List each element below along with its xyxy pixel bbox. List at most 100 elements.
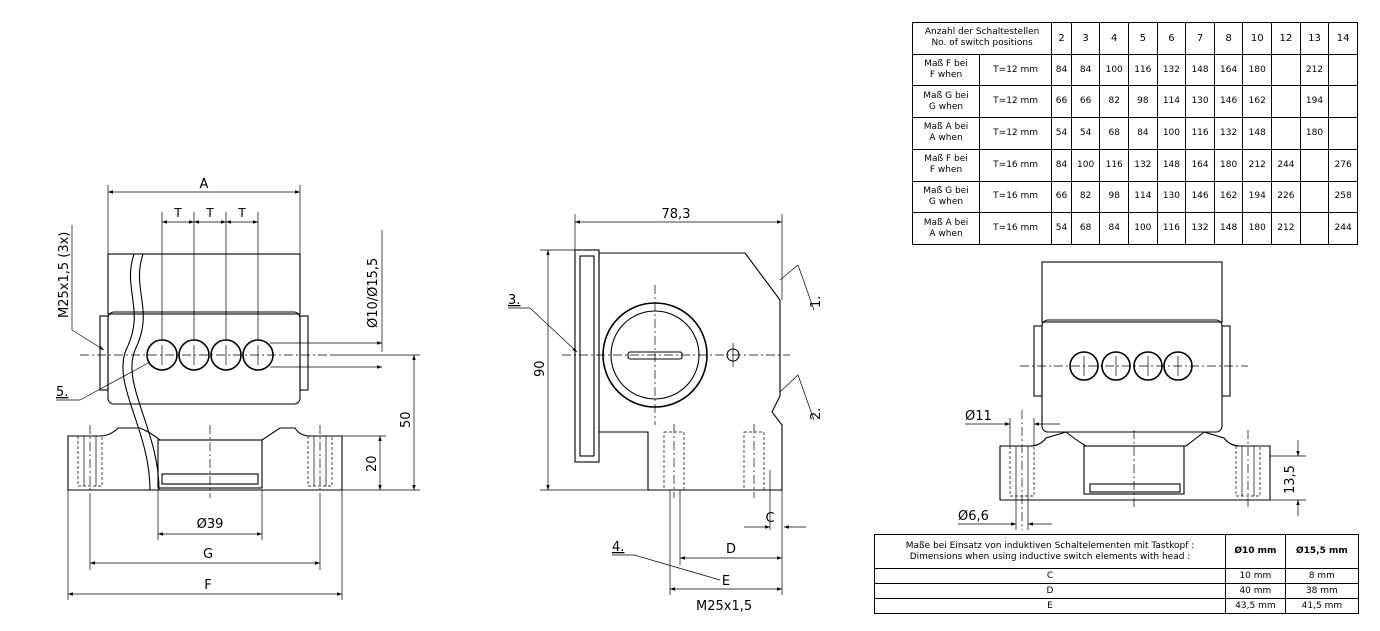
dim-20: 20: [365, 455, 380, 472]
col-header: 7: [1185, 22, 1215, 55]
cell: 162: [1213, 180, 1244, 214]
cell: 148: [1156, 148, 1187, 182]
cell: 84: [1051, 148, 1072, 182]
cell: 84: [1128, 117, 1158, 150]
table1-header: Anzahl der Schaltestellen No. of switch …: [911, 22, 1053, 55]
inductive-dimensions-table: Maße bei Einsatz von induktiven Schaltel…: [874, 534, 1360, 614]
cell: 116: [1156, 212, 1187, 245]
table-row: E 43,5 mm 41,5 mm: [874, 598, 1360, 614]
cell: 130: [1185, 85, 1215, 119]
dim-diam-6-6: Ø6,6: [958, 509, 989, 524]
col-header: 3: [1070, 22, 1101, 55]
side-view: 78,3 90 3. 1. 2. C D E 4. M25: [508, 207, 824, 614]
row-label: E: [874, 598, 1226, 614]
cell: [1328, 53, 1358, 87]
row-t: T=12 mm: [978, 53, 1053, 87]
cell: 66: [1051, 85, 1072, 119]
cell: 132: [1128, 148, 1158, 182]
cell: [1271, 85, 1301, 119]
col-header: 4: [1099, 22, 1130, 55]
table1-header-line2: No. of switch positions: [931, 38, 1033, 49]
row-label-line2: F when: [929, 165, 963, 176]
row-label-line1: Maß F bei: [924, 59, 968, 70]
dim-D: D: [726, 542, 736, 557]
ref-2: 2.: [809, 408, 824, 420]
front-view: A T T T M25x1,5 (3x) Ø10/Ø15,5 5. 50 20: [56, 177, 420, 600]
row-t: T=16 mm: [978, 212, 1053, 245]
cell: 132: [1185, 212, 1215, 245]
table1-header-line1: Anzahl der Schaltestellen: [924, 27, 1040, 38]
cell: 100: [1156, 117, 1187, 150]
row-label-line2: A when: [929, 228, 963, 239]
row-label-line1: Maß F bei: [924, 154, 968, 165]
dim-90: 90: [533, 360, 548, 377]
row-label-line1: Maß A bei: [923, 217, 969, 228]
row-label-line1: Maß A bei: [923, 122, 969, 133]
col-header: 10: [1242, 22, 1273, 55]
cell: 276: [1328, 148, 1358, 182]
dim-diam-39: Ø39: [197, 517, 224, 532]
cell: [1271, 53, 1301, 87]
label-m25-side: M25x1,5: [696, 599, 752, 614]
dim-E: E: [722, 574, 730, 589]
label-T-3: T: [237, 206, 246, 220]
dim-diam-11: Ø11: [965, 409, 992, 424]
row-label: D: [874, 583, 1226, 599]
ref-3: 3.: [508, 293, 520, 308]
table-row: C 10 mm 8 mm: [874, 568, 1360, 584]
table2-header-line1: Maße bei Einsatz von induktiven Schaltel…: [905, 540, 1195, 551]
dim-50: 50: [399, 411, 414, 428]
cell: 40 mm: [1225, 583, 1286, 599]
dim-13-5: 13,5: [1283, 465, 1298, 494]
cell: 54: [1051, 212, 1072, 245]
label-diam-10-15: Ø10/Ø15,5: [366, 258, 381, 328]
cell: 98: [1128, 85, 1158, 119]
col-header: 5: [1128, 22, 1158, 55]
col-header: 6: [1156, 22, 1187, 55]
row-t: T=16 mm: [978, 180, 1053, 214]
col-header: 13: [1299, 22, 1330, 55]
ref-1: 1.: [809, 296, 824, 308]
table-row: D 40 mm 38 mm: [874, 583, 1360, 599]
cell: [1299, 180, 1330, 214]
label-m25-3x: M25x1,5 (3x): [57, 232, 72, 318]
cell: 41,5 mm: [1284, 598, 1360, 614]
cell: 244: [1328, 212, 1358, 245]
cell: 84: [1051, 53, 1072, 87]
label-T-1: T: [173, 206, 182, 220]
col-header: 14: [1328, 22, 1358, 55]
cell: 116: [1185, 117, 1215, 150]
table2-header-line2: Dimensions when using inductive switch e…: [909, 551, 1191, 562]
cell: 146: [1185, 180, 1215, 214]
cell: 132: [1156, 53, 1187, 87]
cell: 68: [1070, 212, 1101, 245]
cell: 114: [1156, 85, 1187, 119]
cell: 100: [1099, 53, 1130, 87]
cell: 162: [1242, 85, 1273, 119]
cell: 148: [1185, 53, 1215, 87]
dim-78-3: 78,3: [662, 207, 691, 222]
cell: 66: [1051, 180, 1072, 214]
cell: 116: [1099, 148, 1130, 182]
cell: 258: [1328, 180, 1358, 214]
cell: 43,5 mm: [1225, 598, 1286, 614]
detail-view: Ø11 Ø6,6 13,5: [958, 261, 1306, 530]
row-label-line2: G when: [928, 101, 964, 112]
cell: 68: [1099, 117, 1130, 150]
cell: 180: [1299, 117, 1330, 150]
row-t: T=16 mm: [978, 148, 1053, 182]
cell: 180: [1242, 53, 1273, 87]
cell: [1299, 212, 1330, 245]
cell: [1271, 117, 1301, 150]
cell: [1328, 117, 1358, 150]
cell: 212: [1271, 212, 1301, 245]
